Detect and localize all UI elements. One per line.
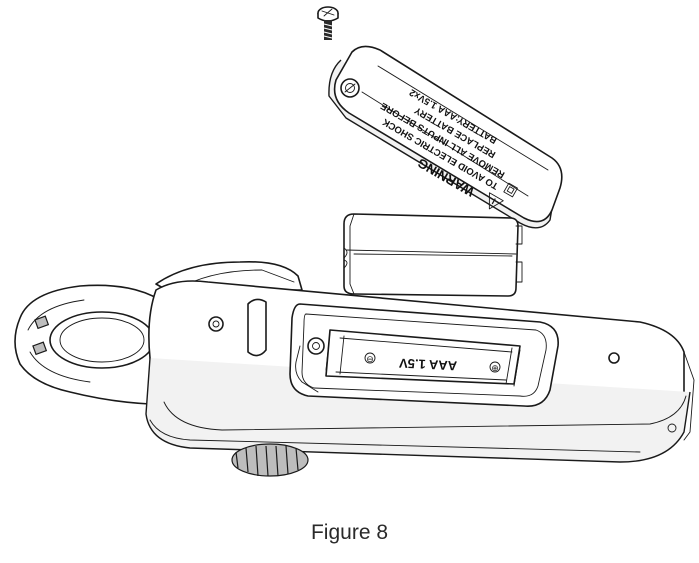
batteries <box>343 213 523 297</box>
warning-triangle-icon <box>488 192 504 210</box>
svg-text:!: ! <box>490 196 498 206</box>
battery-plus-symbol: ⊕ <box>491 363 499 373</box>
clamp-meter-body: ⊖ ⊕ AAA 1.5V <box>14 260 695 477</box>
battery-compartment-label: AAA 1.5V <box>398 355 457 373</box>
battery-minus-symbol: ⊖ <box>366 354 374 364</box>
figure-caption: Figure 8 <box>310 521 389 544</box>
battery-compartment: ⊖ ⊕ AAA 1.5V <box>289 303 559 407</box>
screw <box>317 6 339 40</box>
battery-cover: WARNING TO AVOID ELECTRIC SHOCK REMOVE A… <box>328 45 563 229</box>
rotary-dial <box>231 443 309 477</box>
double-insulation-icon <box>503 182 518 198</box>
